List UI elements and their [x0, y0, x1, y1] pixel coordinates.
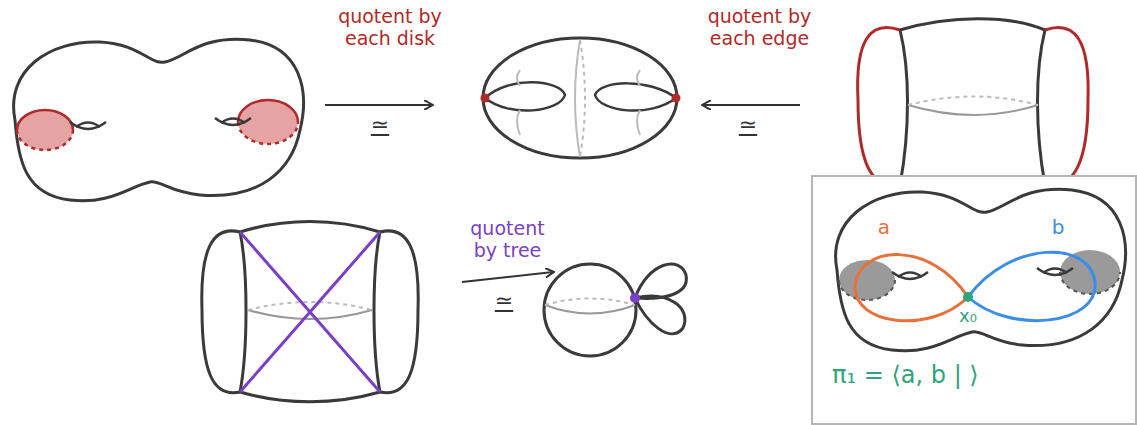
step-label: quotent by each edge: [697, 6, 822, 50]
arrow: [325, 104, 432, 106]
loop-a: [855, 255, 968, 321]
loop-name: b: [1046, 216, 1070, 239]
homotopy-symbol: ≃: [730, 112, 766, 137]
sphere-with-edges: [858, 19, 1089, 197]
basepoint: [963, 292, 973, 302]
arrow: [462, 272, 553, 282]
sphere-wedge-circles: [544, 264, 686, 356]
group-presentation: π₁ = ⟨a, b | ⟩: [832, 362, 1112, 390]
step-label: quotent by each disk: [330, 6, 450, 50]
sphere-with-tree: [202, 222, 418, 402]
basepoint-name: x₀: [950, 306, 986, 327]
loop-name: a: [872, 216, 896, 239]
pinched-surface: [481, 38, 681, 158]
homotopy-symbol: ≃: [362, 112, 398, 137]
arrow: [703, 104, 800, 106]
loop-b: [968, 252, 1095, 320]
step-label: quotent by tree: [460, 218, 555, 262]
inset-panel: [812, 176, 1136, 424]
genus-two-surface: [14, 39, 304, 201]
homotopy-symbol: ≃: [486, 288, 522, 313]
inset-surface: [836, 189, 1126, 351]
